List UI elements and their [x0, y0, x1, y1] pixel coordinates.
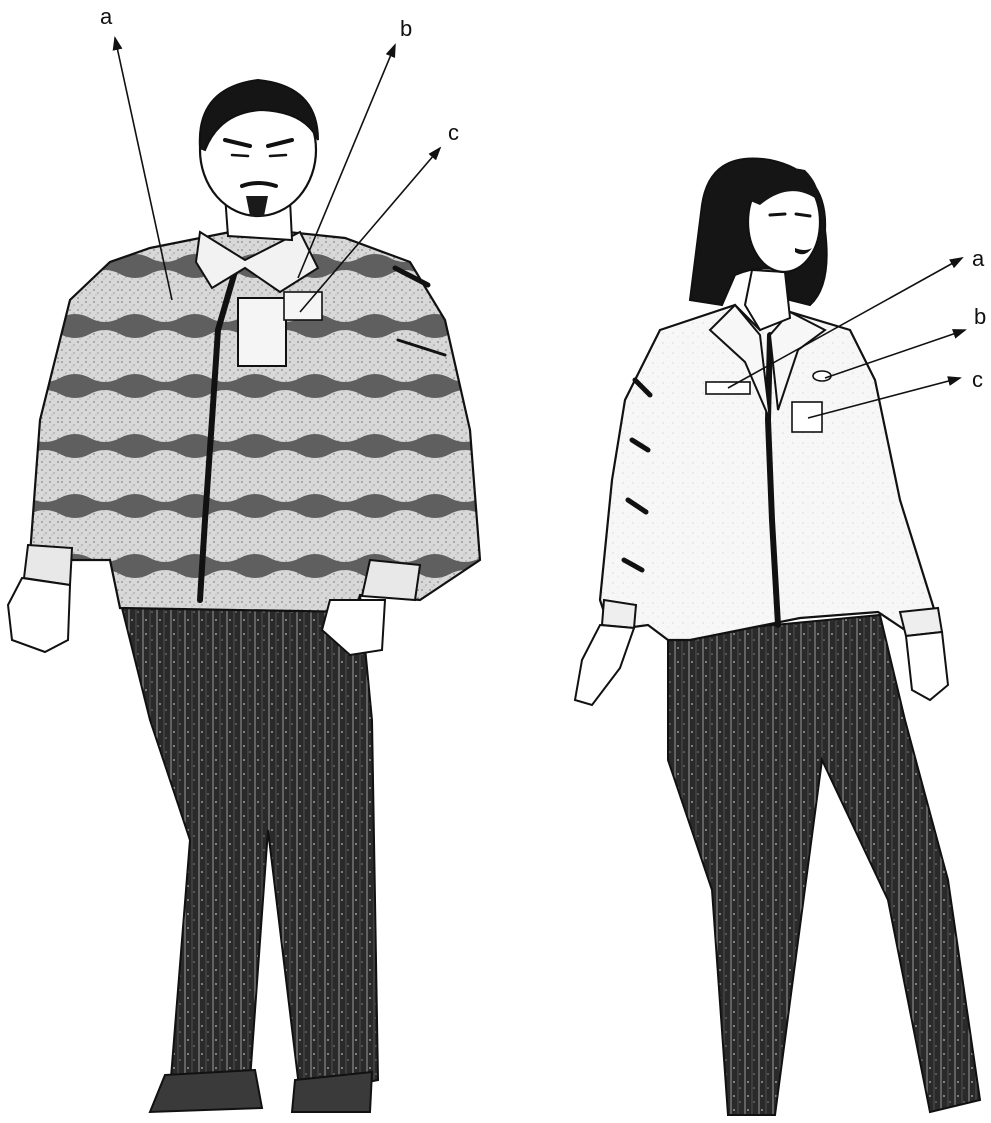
man-label-b: b [400, 16, 412, 41]
woman-figure [575, 158, 980, 1115]
man-left-hand [8, 578, 70, 652]
man-label-a: a [100, 4, 113, 29]
woman-label-b: b [974, 304, 986, 329]
man-figure [8, 80, 480, 1112]
woman-label-c: c [972, 367, 983, 392]
woman-left-hand [575, 625, 634, 705]
woman-pin [813, 371, 831, 381]
woman-badge [792, 402, 822, 432]
man-pocket [238, 298, 286, 366]
woman-left-cuff [602, 600, 636, 628]
man-right-cuff [362, 560, 420, 600]
man-label-c: c [448, 120, 459, 145]
man-badge [284, 292, 322, 320]
woman-right-hand [906, 632, 948, 700]
woman-label-a: a [972, 246, 985, 271]
man-left-shoe [150, 1070, 262, 1112]
man-trousers [120, 595, 378, 1095]
man-jacket [30, 228, 480, 612]
